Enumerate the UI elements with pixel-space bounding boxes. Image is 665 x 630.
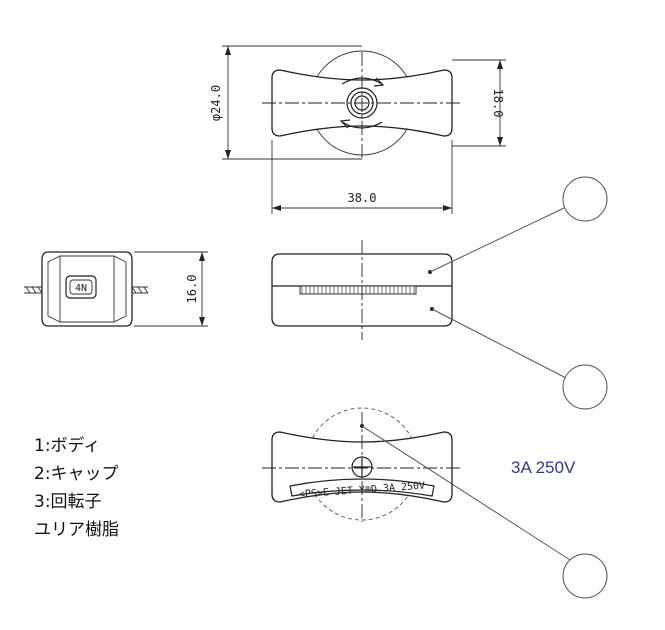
side-view: 4N 16.0 <box>24 251 208 327</box>
electrical-rating: 3A 250V <box>511 458 576 477</box>
switch-window-icon: 4N <box>65 275 97 299</box>
balloon-2 <box>562 364 608 410</box>
legend-material: ユリア樹脂 <box>34 520 119 540</box>
dimension-thickness: 16.0 <box>185 275 199 304</box>
side-view-body <box>41 251 133 327</box>
dimension-height: 18.0 <box>491 89 505 118</box>
bottom-view: <PS>E JET Y®D 3A 250V <box>262 407 462 522</box>
balloon-3 <box>562 553 608 599</box>
dimension-width: 38.0 <box>348 191 377 205</box>
legend-item-rotor: 3:回転子 <box>34 492 102 512</box>
front-view <box>271 240 453 340</box>
screw-icon <box>351 456 373 478</box>
top-view: φ24.0 18.0 38.0 <box>209 45 506 214</box>
balloon-1 <box>562 176 608 222</box>
screw-icon <box>346 87 378 119</box>
rotation-arrow-icon <box>339 77 385 129</box>
part-callouts <box>361 176 608 599</box>
legend-item-body: 1:ボディ <box>34 436 101 456</box>
svg-text:4N: 4N <box>75 283 87 294</box>
dimension-diameter: φ24.0 <box>209 85 223 121</box>
parts-legend: 1:ボディ 2:キャップ 3:回転子 ユリア樹脂 <box>34 432 119 544</box>
legend-item-cap: 2:キャップ <box>34 464 119 484</box>
